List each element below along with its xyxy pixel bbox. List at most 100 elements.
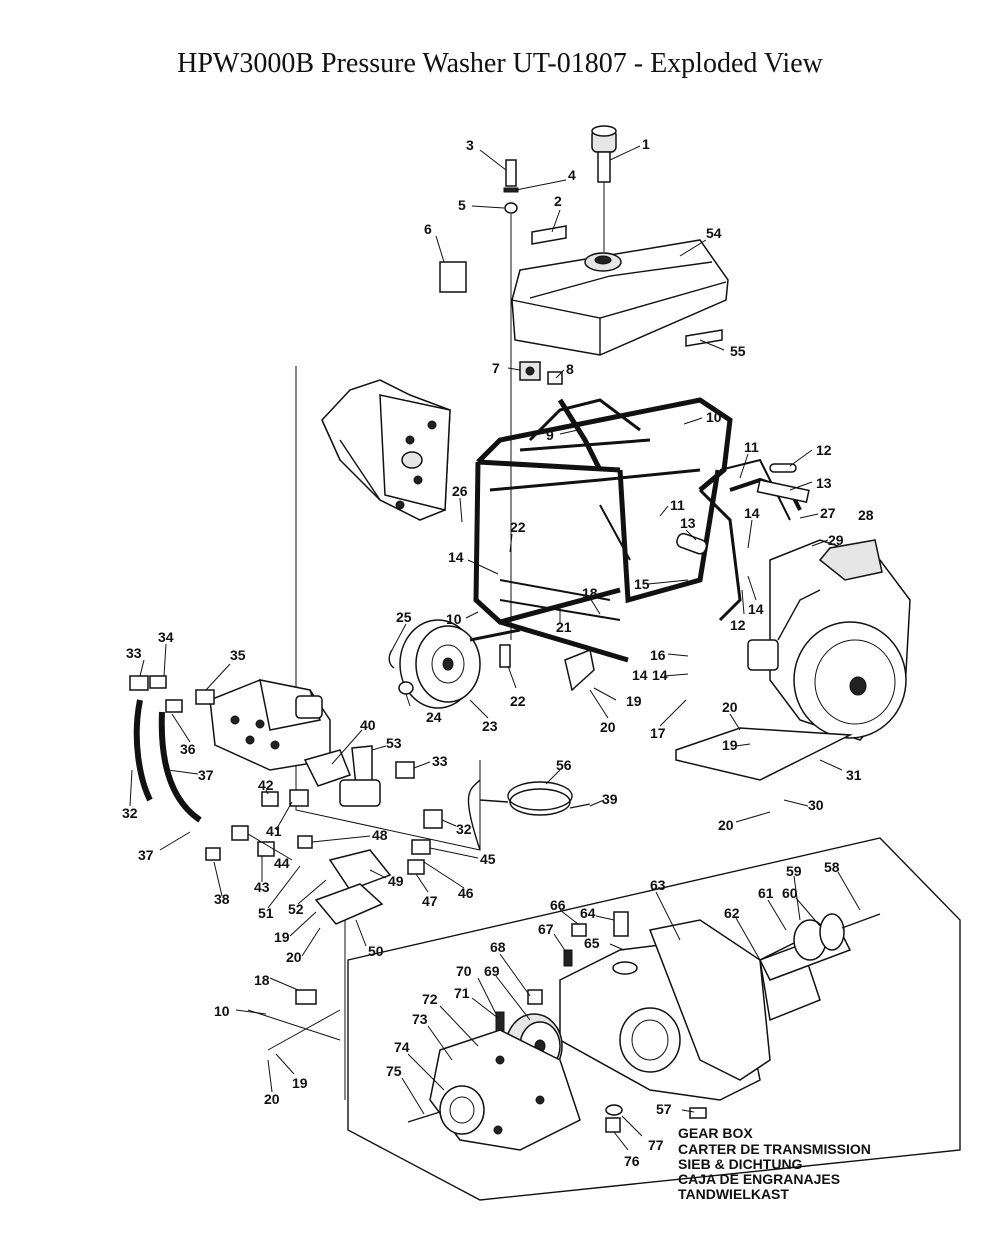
callout-63: 63 (650, 877, 666, 893)
callout-25: 25 (396, 609, 412, 625)
callout-48: 48 (372, 827, 388, 843)
callout-20e: 20 (264, 1091, 280, 1107)
decal-2 (531, 225, 567, 245)
gearbox-caption-line-2: CARTER DE TRANSMISSION (678, 1141, 871, 1157)
callout-59: 59 (786, 863, 802, 879)
hose-32c (467, 779, 481, 851)
callout-19c: 19 (274, 929, 290, 945)
callout-35: 35 (230, 647, 246, 663)
callout-53: 53 (386, 735, 402, 751)
callout-50: 50 (368, 943, 384, 959)
callout-6: 6 (424, 221, 432, 237)
fitting-35 (195, 689, 215, 705)
callout-74: 74 (394, 1039, 410, 1055)
fitting-34 (149, 675, 167, 689)
callout-14e: 14 (632, 667, 648, 683)
decal-6 (439, 261, 467, 293)
leader-lines (129, 145, 861, 1151)
hose-37 (158, 711, 202, 823)
bracket-50 (314, 883, 384, 925)
callout-49: 49 (388, 873, 404, 889)
decal-55 (685, 329, 723, 347)
callout-29: 29 (828, 532, 844, 548)
gearbox-caption-line-4: CAJA DE ENGRANAJES (678, 1171, 840, 1187)
breather-64 (613, 911, 629, 937)
callout-31: 31 (846, 767, 862, 783)
callout-12a: 12 (816, 442, 832, 458)
callout-21: 21 (556, 619, 572, 635)
bolt-57 (689, 1107, 707, 1119)
callout-7: 7 (492, 360, 500, 376)
fitting-41 (289, 789, 309, 807)
callout-43: 43 (254, 879, 270, 895)
callout-22b: 22 (510, 693, 526, 709)
bracket-49 (328, 849, 392, 891)
callout-67: 67 (538, 921, 554, 937)
callout-72: 72 (422, 991, 438, 1007)
callout-51: 51 (258, 905, 274, 921)
callout-37b: 37 (138, 847, 154, 863)
callout-13a: 13 (816, 475, 832, 491)
drain-plug-76 (605, 1117, 621, 1133)
callout-labels: 1 2 3 4 5 6 7 8 9 10 11 12 13 26 22 11 1… (122, 136, 874, 1169)
callout-60: 60 (782, 885, 798, 901)
hose-32 (133, 699, 153, 802)
gearbox-caption: GEAR BOX CARTER DE TRANSMISSION SIEB & D… (678, 1125, 871, 1202)
handle (676, 463, 810, 555)
fitting-48 (297, 835, 313, 849)
fitting-44 (231, 825, 249, 841)
callout-41: 41 (266, 823, 282, 839)
callout-16: 16 (650, 647, 666, 663)
hose-56 (479, 781, 591, 816)
callout-34: 34 (158, 629, 174, 645)
callout-39: 39 (602, 791, 618, 807)
callout-64: 64 (580, 905, 596, 921)
gearbox-caption-line-5: TANDWIELKAST (678, 1186, 789, 1202)
callout-11b: 11 (670, 497, 685, 513)
callout-33b: 33 (432, 753, 448, 769)
foot-22 (499, 644, 511, 668)
callout-52: 52 (288, 901, 304, 917)
gearbox-caption-line-3: SIEB & DICHTUNG (678, 1156, 803, 1172)
callout-14d: 14 (652, 667, 668, 683)
callout-17: 17 (650, 725, 666, 741)
washer-24 (398, 681, 414, 695)
callout-5: 5 (458, 197, 466, 213)
callout-20a: 20 (600, 719, 616, 735)
tee-block (339, 779, 381, 807)
bushing-18 (295, 989, 317, 1005)
callout-54: 54 (706, 225, 722, 241)
fitting-45 (411, 839, 431, 855)
callout-2: 2 (554, 193, 562, 209)
callout-44: 44 (274, 855, 290, 871)
callout-19a: 19 (626, 693, 642, 709)
engine-base-31 (675, 727, 853, 781)
fitting-33 (129, 675, 149, 691)
callout-1: 1 (642, 136, 650, 152)
gearbox-housing (559, 919, 821, 1101)
gearbox-caption-line-1: GEAR BOX (678, 1125, 753, 1141)
frame (473, 397, 791, 663)
callout-28: 28 (858, 507, 874, 523)
callout-75: 75 (386, 1063, 402, 1079)
callout-19d: 19 (292, 1075, 308, 1091)
callout-56: 56 (556, 757, 572, 773)
callout-65: 65 (584, 935, 600, 951)
bolt-3 (503, 159, 519, 640)
callout-68: 68 (490, 939, 506, 955)
callout-70: 70 (456, 963, 472, 979)
callout-33a: 33 (126, 645, 142, 661)
callout-11a: 11 (744, 439, 759, 455)
pump-manifold (209, 679, 331, 771)
fitting-36 (165, 699, 183, 713)
callout-26: 26 (452, 483, 468, 499)
cotter-pin-25 (388, 649, 395, 669)
callout-66: 66 (550, 897, 566, 913)
callout-42: 42 (258, 777, 274, 793)
callout-14b: 14 (448, 549, 464, 565)
plug-66 (571, 923, 587, 937)
unloader-40 (303, 749, 351, 787)
callout-13b: 13 (680, 515, 696, 531)
